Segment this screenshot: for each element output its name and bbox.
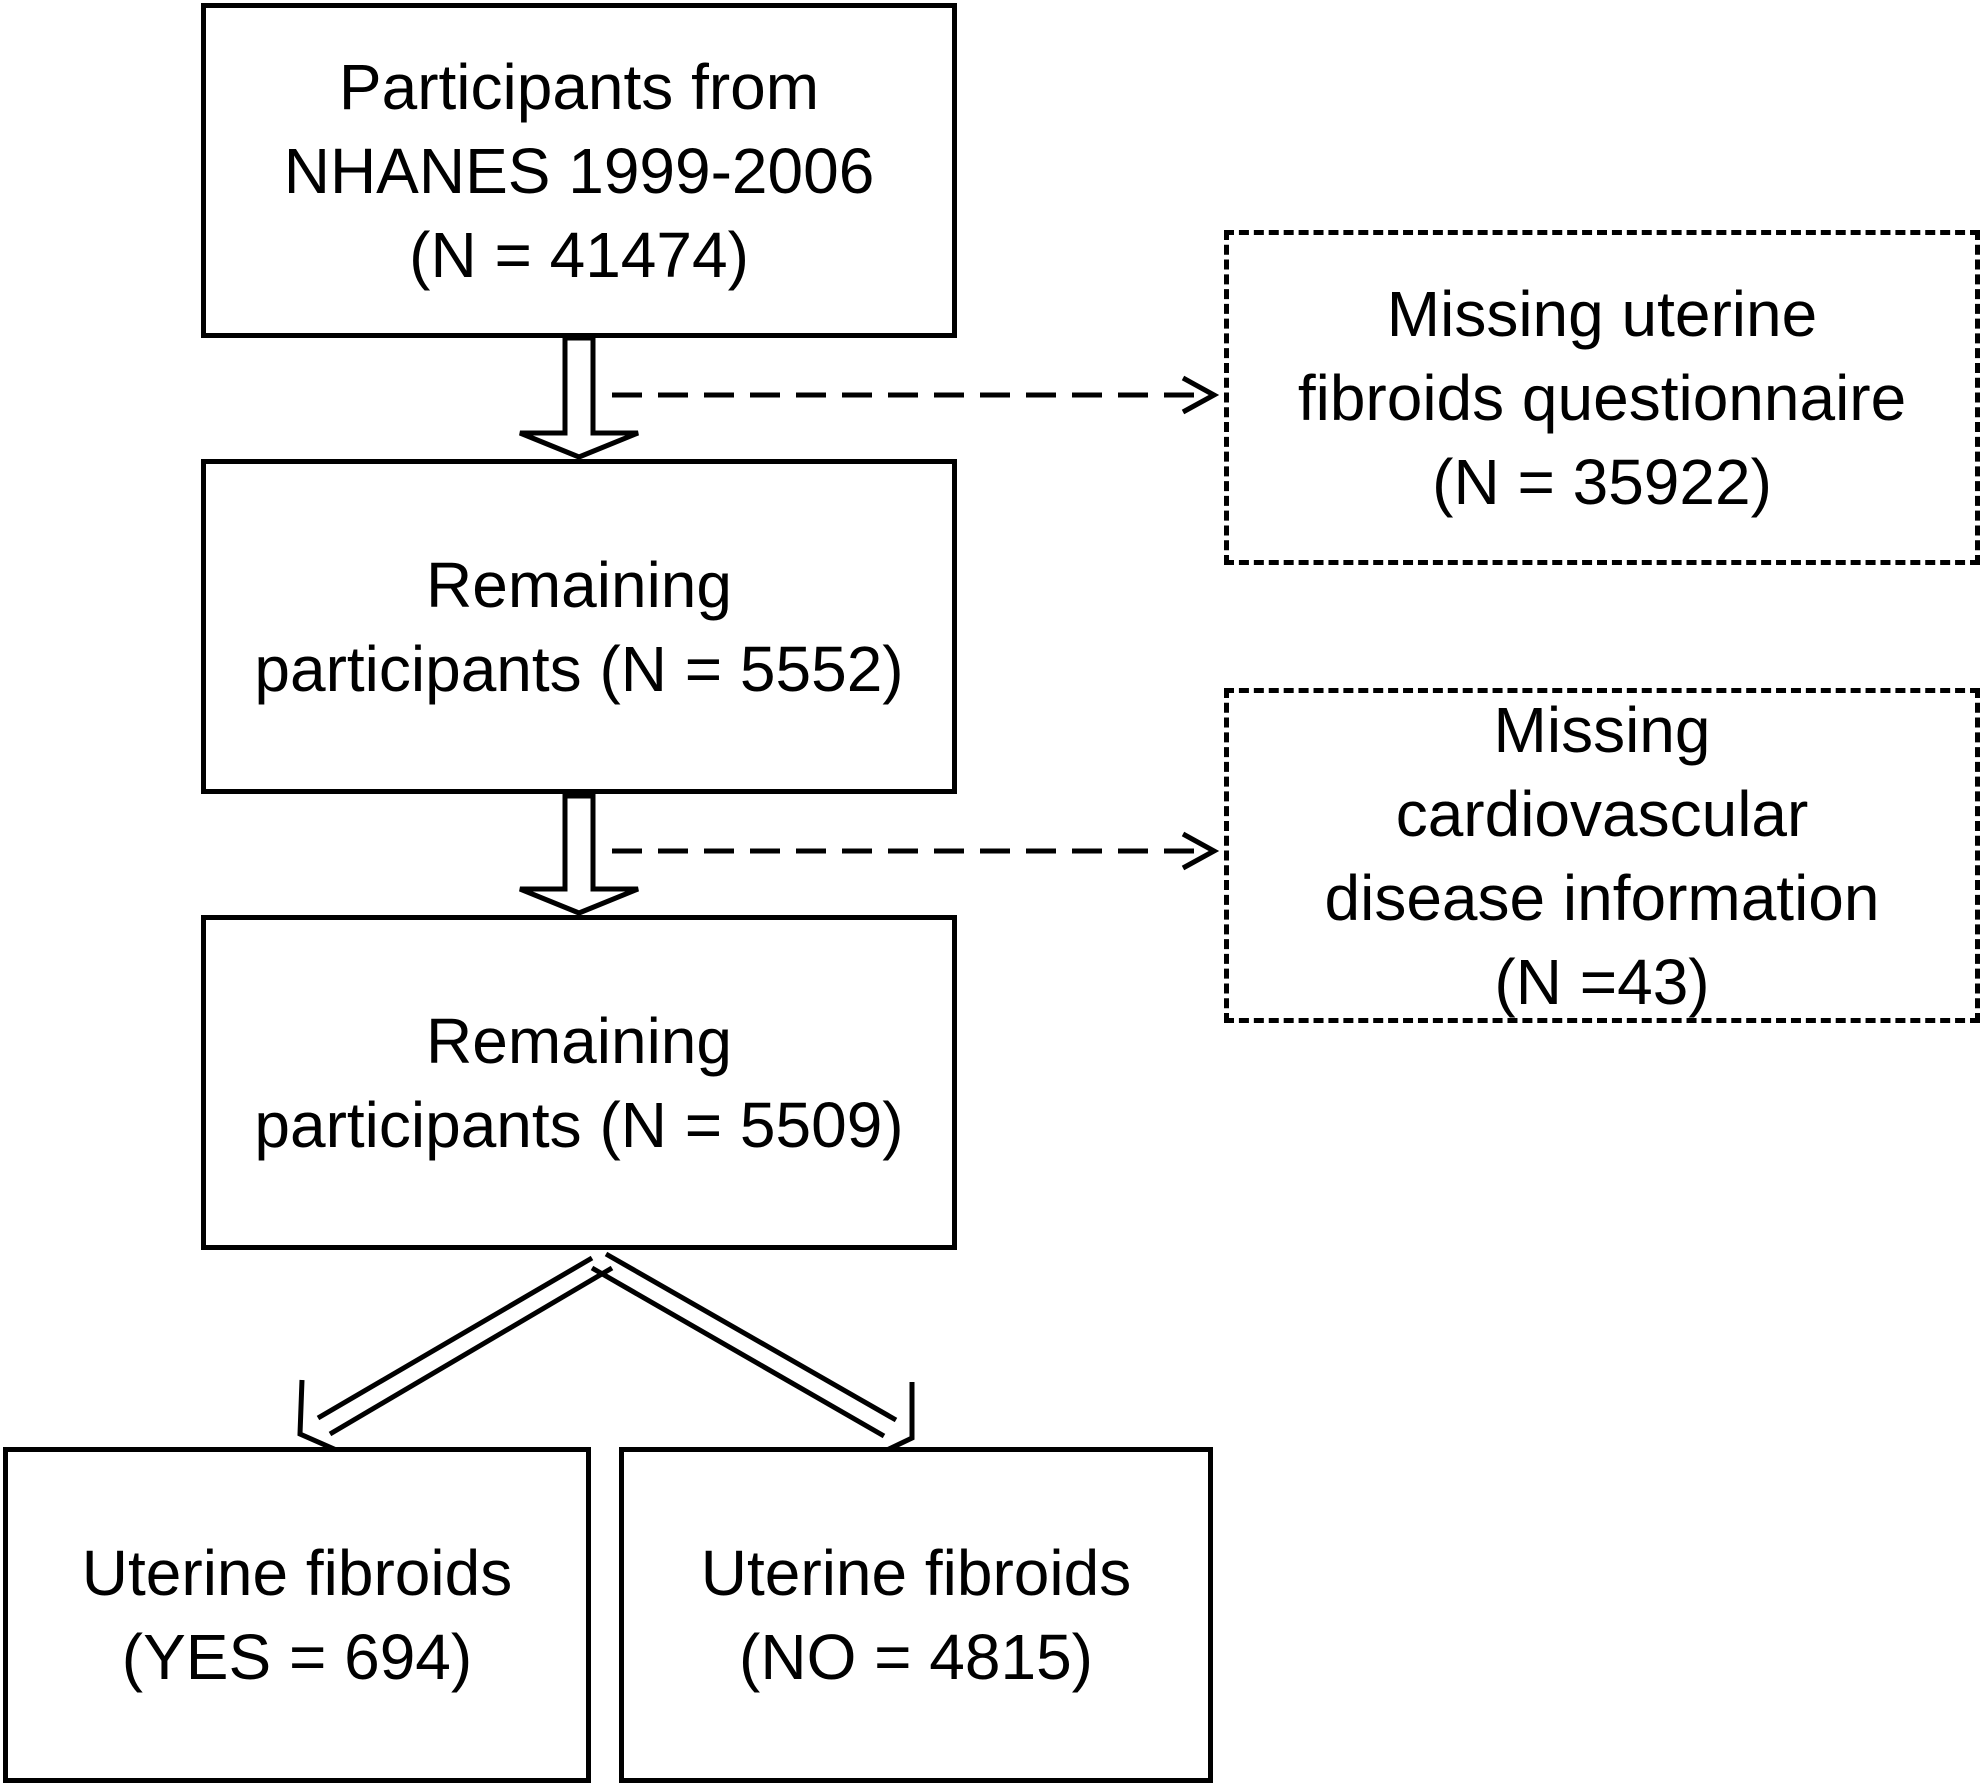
box-line: Uterine fibroids (700, 1537, 1132, 1609)
box-line: disease information (1324, 861, 1880, 934)
box-line: participants (N = 5552) (254, 632, 904, 705)
box-line: Missing uterine (1386, 277, 1818, 350)
box-line: (N =43) (1494, 945, 1710, 1018)
box-exclusion-questionnaire: Missing uterine fibroids questionnaire (… (1224, 230, 1980, 565)
box-exclusion-cardiovascular: Missing cardiovascular disease informati… (1224, 688, 1980, 1023)
box-line: NHANES 1999-2006 (283, 134, 875, 207)
arrow-remaining1-to-remaining2 (519, 793, 639, 916)
box-line: Missing (1493, 693, 1711, 766)
box-line: cardiovascular (1395, 777, 1809, 850)
arrow-split-to-yes (297, 1255, 614, 1459)
box-line: fibroids questionnaire (1297, 361, 1907, 434)
box-line: (YES = 694) (121, 1621, 473, 1693)
box-line: Remaining (426, 548, 732, 621)
box-fibroids-yes: Uterine fibroids (YES = 694) (3, 1447, 591, 1783)
box-remaining-2: Remaining participants (N = 5509) (201, 915, 957, 1250)
box-line: Remaining (426, 1004, 732, 1077)
box-line: (N = 35922) (1432, 445, 1772, 518)
dashed-arrowhead-exclusion2 (1181, 831, 1220, 871)
box-line: participants (N = 5509) (254, 1088, 904, 1161)
box-line: Uterine fibroids (81, 1537, 513, 1609)
box-line: (N = 41474) (409, 218, 749, 291)
arrow-split-to-no (590, 1251, 915, 1463)
box-participants-start: Participants from NHANES 1999-2006 (N = … (201, 3, 957, 338)
arrow-start-to-remaining1 (519, 335, 639, 460)
box-fibroids-no: Uterine fibroids (NO = 4815) (619, 1447, 1213, 1783)
box-line: Participants from (338, 50, 820, 123)
box-line: (NO = 4815) (739, 1621, 1093, 1693)
dashed-arrowhead-exclusion1 (1181, 375, 1220, 415)
box-remaining-1: Remaining participants (N = 5552) (201, 459, 957, 794)
